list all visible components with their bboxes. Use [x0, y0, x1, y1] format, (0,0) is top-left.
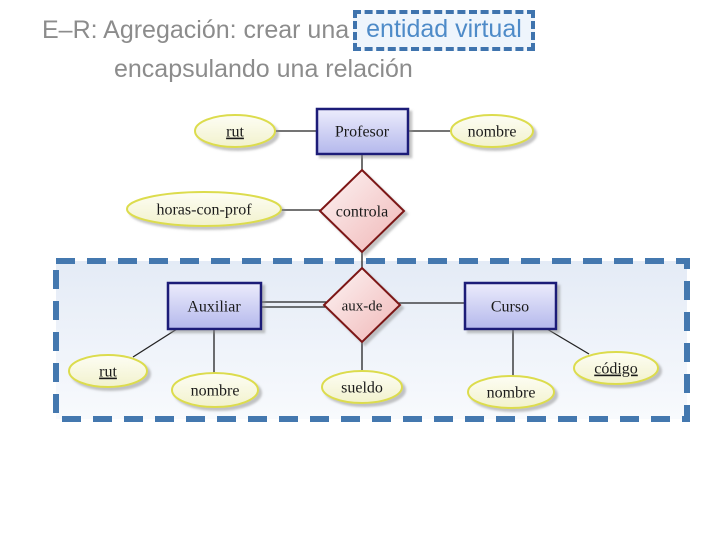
slide-title: E–R: Agregación: crear una entidad virtu…	[42, 10, 535, 84]
attribute-codigo-label: código	[594, 361, 638, 378]
title-highlight-box: entidad virtual	[353, 10, 535, 51]
entity-auxiliar	[166, 281, 263, 331]
entity-profesor	[315, 107, 410, 156]
title-line-2: encapsulando una relación	[114, 55, 413, 83]
entity-curso-label: Curso	[491, 299, 529, 316]
attribute-nombre-auxiliar	[171, 372, 259, 408]
relationship-controla-label: controla	[336, 204, 388, 221]
attribute-codigo	[573, 351, 659, 385]
attribute-sueldo-label: sueldo	[341, 380, 383, 397]
relationship-aux-de	[322, 266, 402, 344]
relationship-aux-de-label: aux-de	[342, 298, 383, 314]
title-line-1: E–R: Agregación: crear una entidad virtu…	[42, 10, 535, 51]
title-highlight-text: entidad virtual	[366, 15, 522, 43]
entity-curso	[463, 281, 558, 331]
attribute-nombre-auxiliar-label: nombre	[191, 383, 240, 400]
attribute-rut-auxiliar	[68, 354, 148, 388]
attribute-horas-con-prof-label: horas-con-prof	[156, 202, 252, 219]
attribute-horas-con-prof	[126, 191, 282, 227]
attribute-rut-profesor	[194, 114, 276, 148]
attribute-nombre-profesor-label: nombre	[468, 124, 517, 141]
attribute-sueldo	[321, 370, 403, 404]
attribute-nombre-profesor	[450, 114, 534, 148]
line-curso-codigo	[546, 328, 590, 355]
attribute-nombre-curso-label: nombre	[487, 385, 536, 402]
line-auxiliar-rut	[132, 328, 178, 358]
entity-auxiliar-label: Auxiliar	[187, 299, 241, 316]
attribute-rut-profesor-label: rut	[226, 124, 244, 141]
attribute-nombre-curso	[467, 375, 555, 409]
attribute-rut-auxiliar-label: rut	[99, 364, 117, 381]
title-line1-text: E–R: Agregación: crear una	[42, 16, 350, 44]
relationship-controla	[318, 168, 406, 254]
entity-profesor-label: Profesor	[335, 124, 390, 141]
